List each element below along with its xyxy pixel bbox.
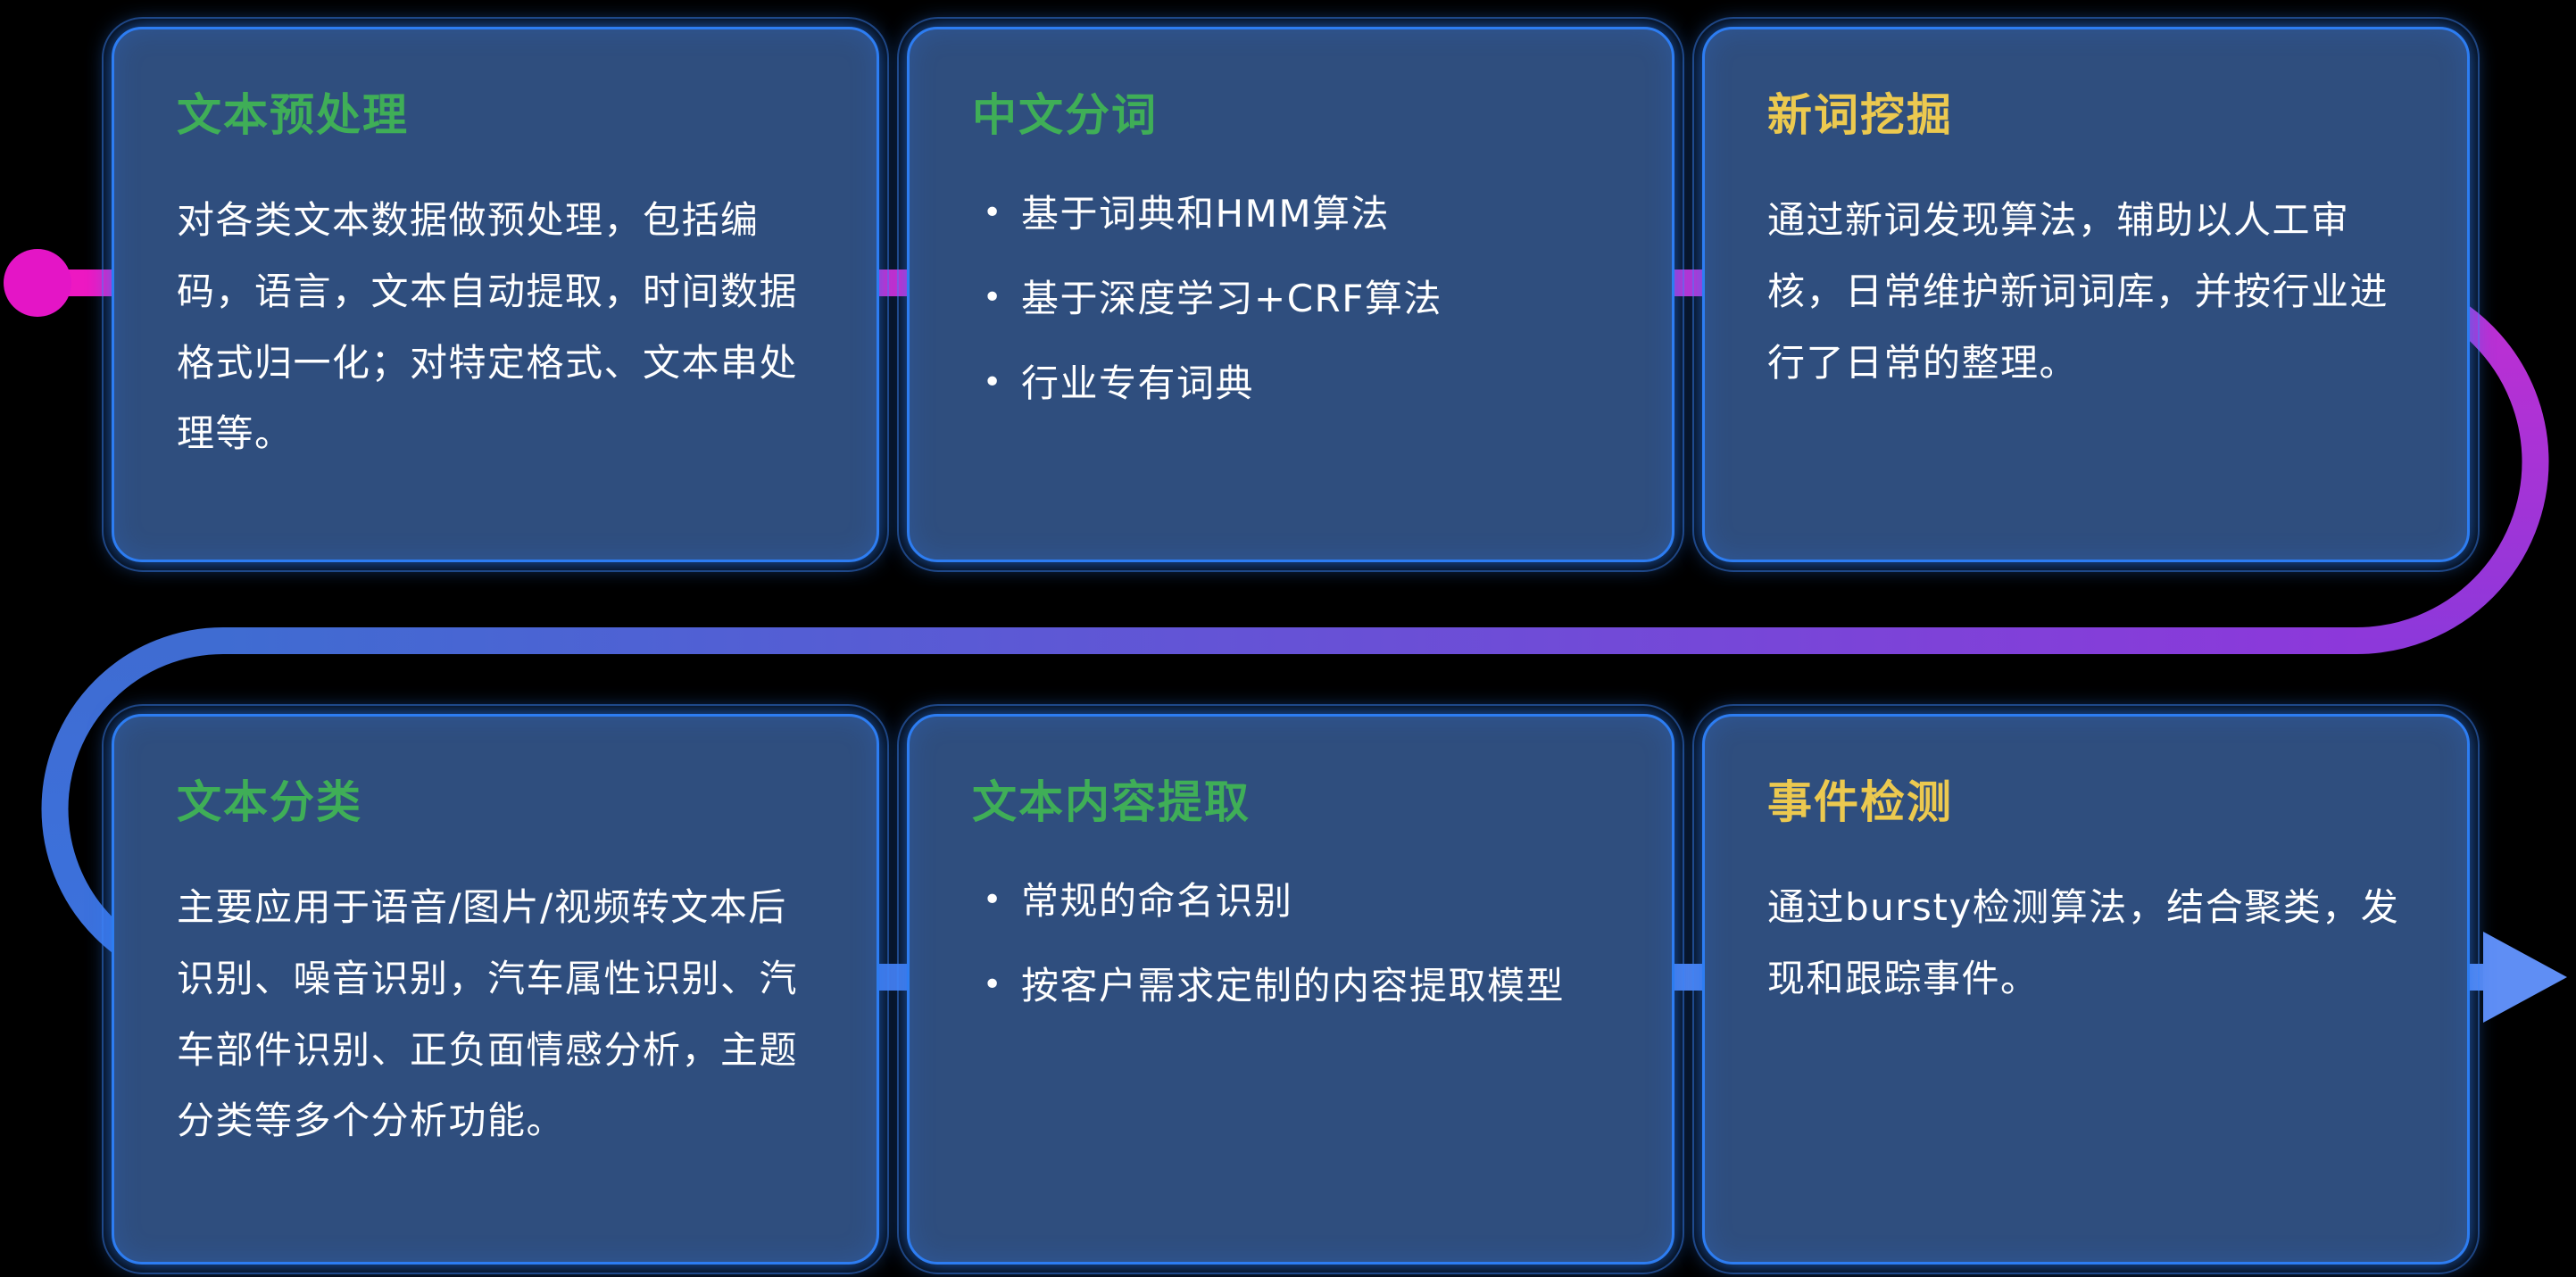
card-title: 事件检测: [1767, 776, 1953, 828]
flow-start-dot: [4, 249, 71, 317]
card-title: 文本预处理: [177, 89, 409, 141]
card-chinese-word-segmentation: 中文分词 基于词典和HMM算法 基于深度学习+CRF算法 行业专有词典: [897, 17, 1684, 572]
card-body-text: 通过新词发现算法，辅助以人工审核，日常维护新词词库，并按行业进行了日常的整理。: [1767, 198, 2389, 385]
bullet-item: 基于词典和HMM算法: [972, 185, 1609, 243]
card-title: 新词挖掘: [1767, 89, 1953, 141]
bullet-item: 常规的命名识别: [972, 872, 1609, 930]
card-text-preprocessing: 文本预处理 对各类文本数据做预处理，包括编码，语言，文本自动提取，时间数据格式归…: [102, 17, 889, 572]
card-body-text: 对各类文本数据做预处理，包括编码，语言，文本自动提取，时间数据格式归一化；对特定…: [177, 198, 799, 456]
card-title: 中文分词: [972, 89, 1158, 141]
card-title: 文本内容提取: [972, 776, 1251, 828]
card-body-text: 通过bursty检测算法，结合聚类，发现和跟踪事件。: [1767, 885, 2400, 1000]
bullet-item: 行业专有词典: [972, 354, 1609, 412]
card-bullet-list: 常规的命名识别 按客户需求定制的内容提取模型: [972, 872, 1609, 1015]
card-body-text: 主要应用于语音/图片/视频转文本后识别、噪音识别，汽车属性识别、汽车部件识别、正…: [177, 885, 799, 1143]
card-text-classification: 文本分类 主要应用于语音/图片/视频转文本后识别、噪音识别，汽车属性识别、汽车部…: [102, 704, 889, 1274]
bullet-item: 按客户需求定制的内容提取模型: [972, 957, 1609, 1015]
card-new-word-mining: 新词挖掘 通过新词发现算法，辅助以人工审核，日常维护新词词库，并按行业进行了日常…: [1692, 17, 2480, 572]
card-title: 文本分类: [177, 776, 362, 828]
card-bullet-list: 基于词典和HMM算法 基于深度学习+CRF算法 行业专有词典: [972, 185, 1609, 412]
flow-arrow-icon: [2483, 932, 2567, 1023]
bullet-item: 基于深度学习+CRF算法: [972, 269, 1609, 328]
card-event-detection: 事件检测 通过bursty检测算法，结合聚类，发现和跟踪事件。: [1692, 704, 2480, 1274]
card-text-content-extraction: 文本内容提取 常规的命名识别 按客户需求定制的内容提取模型: [897, 704, 1684, 1274]
